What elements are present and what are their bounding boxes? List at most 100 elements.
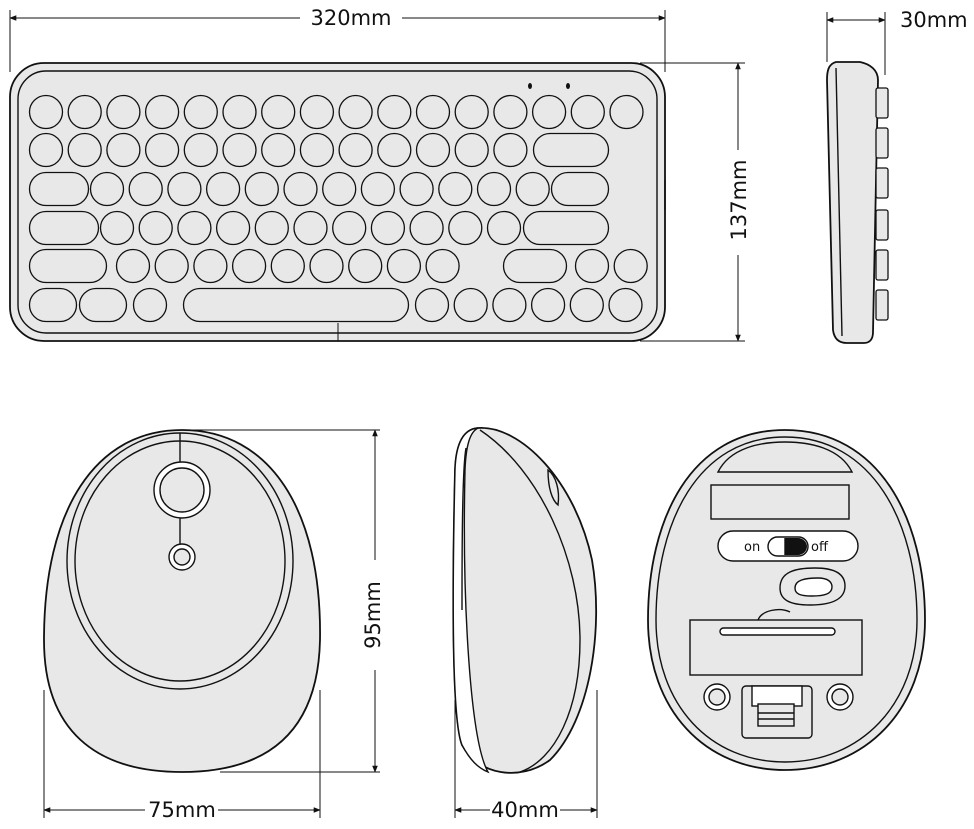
key bbox=[138, 210, 173, 246]
key bbox=[476, 171, 512, 207]
key bbox=[569, 287, 604, 323]
key bbox=[106, 132, 141, 168]
key bbox=[144, 132, 180, 168]
wide-key bbox=[532, 132, 610, 168]
key bbox=[299, 94, 335, 130]
mouse-switch-knob bbox=[785, 538, 807, 555]
keyboard-width-label: 320mm bbox=[311, 6, 392, 30]
keyboard-side-profile bbox=[826, 61, 879, 344]
mouse-cover-slot bbox=[719, 627, 836, 636]
mouse-bottom-view: on off bbox=[647, 429, 926, 771]
key bbox=[338, 132, 373, 168]
key bbox=[67, 94, 102, 130]
mouse-side-view bbox=[452, 427, 598, 818]
mouse-height-label: 40mm bbox=[491, 798, 559, 822]
key bbox=[377, 132, 412, 168]
wide-key bbox=[28, 171, 90, 207]
key bbox=[570, 94, 605, 130]
key bbox=[183, 94, 218, 130]
side-key bbox=[875, 167, 889, 199]
key bbox=[574, 248, 610, 284]
side-key bbox=[875, 209, 889, 241]
key bbox=[493, 132, 528, 168]
key bbox=[144, 94, 180, 130]
key bbox=[613, 248, 648, 284]
key bbox=[28, 94, 64, 130]
key bbox=[515, 171, 550, 207]
mouse-length-dimension: 95mm bbox=[361, 429, 385, 773]
keyboard-width-dimension: 320mm bbox=[9, 6, 666, 30]
keyboard-side-keys bbox=[875, 87, 889, 321]
key bbox=[322, 171, 357, 207]
key bbox=[454, 132, 489, 168]
key bbox=[370, 210, 406, 246]
key bbox=[222, 132, 257, 168]
side-key bbox=[875, 127, 889, 159]
wide-key bbox=[502, 248, 568, 284]
mouse-sensor-edge bbox=[757, 608, 791, 621]
key bbox=[205, 171, 241, 207]
key bbox=[399, 171, 434, 207]
key bbox=[244, 171, 279, 207]
key bbox=[492, 287, 527, 323]
wide-key bbox=[550, 171, 610, 207]
side-key bbox=[875, 249, 889, 281]
side-key bbox=[875, 87, 889, 119]
wide-key bbox=[182, 287, 410, 323]
mouse-side-front bbox=[452, 427, 490, 774]
keyboard-side-view: 30mm bbox=[826, 8, 968, 344]
key bbox=[215, 210, 251, 246]
key bbox=[28, 132, 64, 168]
key bbox=[67, 132, 102, 168]
keyboard-depth-label: 137mm bbox=[727, 160, 751, 241]
key bbox=[132, 287, 168, 323]
key bbox=[531, 94, 567, 130]
key bbox=[193, 248, 228, 284]
mouse-switch-on-label: on bbox=[744, 540, 760, 555]
mouse-height-dimension: 40mm bbox=[454, 798, 598, 822]
wide-key bbox=[28, 248, 108, 284]
mouse-switch-off-label: off bbox=[811, 540, 829, 555]
keyboard-keys bbox=[28, 94, 648, 323]
side-key bbox=[875, 289, 889, 321]
key bbox=[332, 210, 367, 246]
key bbox=[270, 248, 305, 284]
key bbox=[106, 94, 141, 130]
wide-key bbox=[28, 287, 78, 323]
key bbox=[486, 210, 522, 246]
key bbox=[609, 94, 644, 130]
mouse-top-view bbox=[43, 429, 380, 818]
key bbox=[254, 210, 289, 246]
key bbox=[415, 132, 451, 168]
key bbox=[222, 94, 257, 130]
key bbox=[261, 132, 296, 168]
key bbox=[299, 132, 335, 168]
key bbox=[309, 248, 344, 284]
key bbox=[386, 248, 422, 284]
mouse-label-area bbox=[710, 484, 850, 520]
keyboard-top-view bbox=[9, 10, 745, 342]
mouse-side-wheel bbox=[547, 468, 560, 507]
mouse-foot-top bbox=[716, 441, 854, 473]
indicator-led bbox=[528, 83, 532, 89]
key bbox=[183, 132, 218, 168]
key bbox=[231, 248, 267, 284]
key bbox=[453, 287, 488, 323]
key bbox=[348, 248, 383, 284]
key bbox=[414, 287, 450, 323]
key bbox=[448, 210, 483, 246]
key bbox=[409, 210, 444, 246]
wide-key bbox=[522, 210, 610, 246]
key bbox=[493, 94, 528, 130]
keyboard-height-label: 30mm bbox=[900, 8, 968, 32]
mouse-length-label: 95mm bbox=[361, 581, 385, 649]
key bbox=[530, 287, 566, 323]
mouse-width-dimension: 75mm bbox=[43, 798, 321, 822]
mouse-receiver bbox=[751, 685, 803, 707]
key bbox=[128, 171, 163, 207]
mouse-side-contour bbox=[479, 429, 581, 773]
key bbox=[377, 94, 412, 130]
key bbox=[115, 248, 151, 284]
key bbox=[154, 248, 189, 284]
